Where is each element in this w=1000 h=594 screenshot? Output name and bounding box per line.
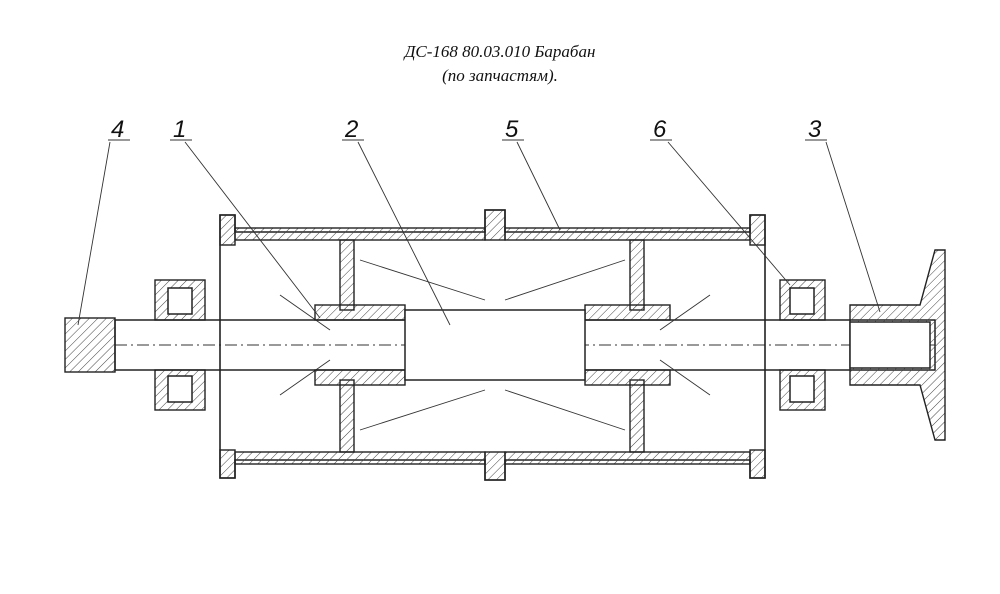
callout-4: 4 — [111, 116, 124, 143]
drawing-subtitle: (по запчастям). — [442, 66, 558, 85]
left-bearing — [64, 279, 206, 411]
right-bearing — [779, 279, 826, 411]
callout-1: 1 — [173, 116, 186, 143]
callout-6: 6 — [653, 116, 667, 143]
right-flange — [849, 249, 946, 441]
callout-5: 5 — [505, 116, 519, 143]
drawing-title: ДС-168 80.03.010 Барабан — [404, 42, 596, 61]
callout-3: 3 — [808, 116, 822, 143]
bushings — [314, 304, 671, 386]
callout-2: 2 — [344, 116, 358, 143]
leader-lines — [77, 139, 881, 326]
drum-shell — [219, 209, 766, 481]
